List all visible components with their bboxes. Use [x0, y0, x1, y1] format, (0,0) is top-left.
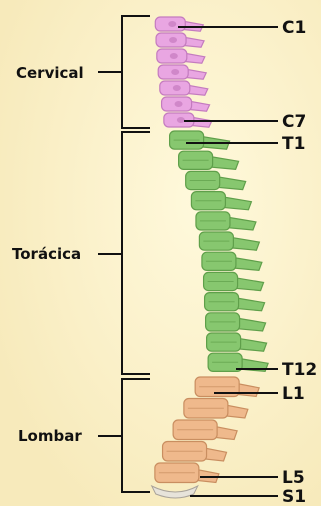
- cervical-vertebra-5-foramen: [173, 85, 181, 91]
- cervical-label: Cervical: [16, 64, 84, 82]
- label-s1: S1: [282, 487, 306, 506]
- cervical-vertebra-2-foramen: [169, 37, 177, 43]
- label-c7: C7: [282, 112, 306, 132]
- label-l5: L5: [282, 468, 305, 488]
- cervical-vertebra-3-foramen: [170, 53, 178, 59]
- cervical-vertebra-4-foramen: [171, 69, 179, 75]
- label-t12: T12: [282, 360, 317, 380]
- cervical-vertebra-1-foramen: [168, 21, 176, 27]
- label-l1: L1: [282, 384, 305, 404]
- toracica-label: Torácica: [12, 245, 81, 263]
- lombar-label: Lombar: [18, 427, 82, 445]
- cervical-vertebra-7-foramen: [177, 117, 185, 123]
- label-c1: C1: [282, 18, 306, 38]
- cervical-vertebra-6-foramen: [175, 101, 183, 107]
- label-t1: T1: [282, 134, 305, 154]
